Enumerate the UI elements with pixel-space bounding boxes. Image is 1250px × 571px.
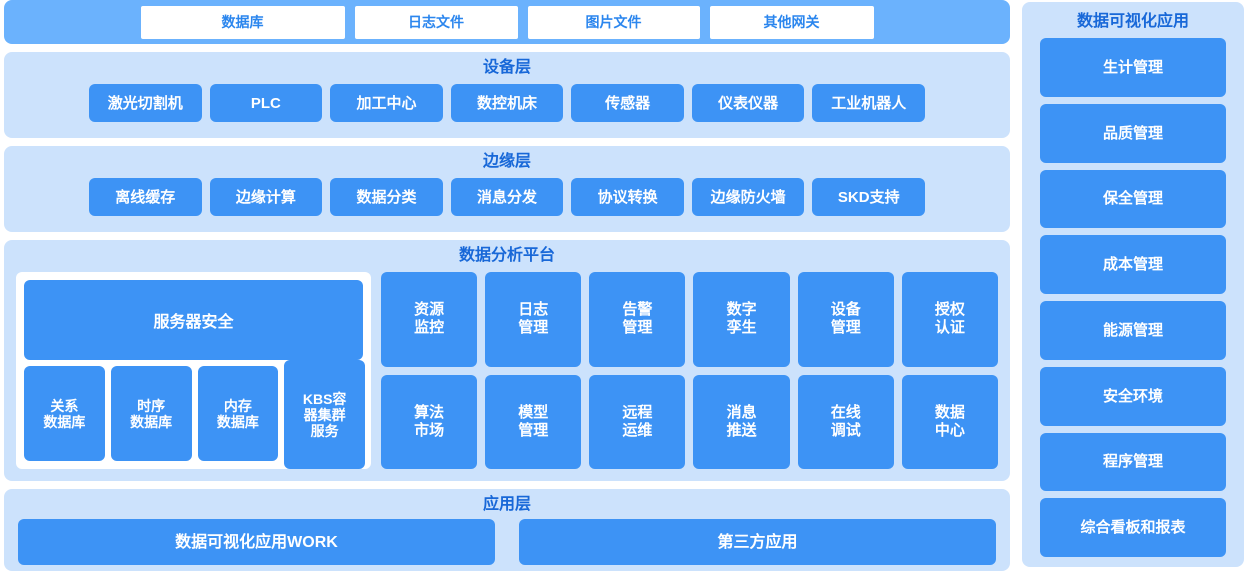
device-item[interactable]: 数控机床 bbox=[450, 84, 564, 122]
platform-tile[interactable]: 模型 管理 bbox=[485, 374, 582, 469]
device-item[interactable]: 仪表仪器 bbox=[691, 84, 805, 122]
sidebar-list: 生计管理 品质管理 保全管理 成本管理 能源管理 安全环境 程序管理 综合看板和… bbox=[1040, 38, 1226, 557]
sidebar-item-quality[interactable]: 品质管理 bbox=[1040, 103, 1226, 163]
platform-tile[interactable]: 数字 孪生 bbox=[693, 272, 790, 367]
device-item[interactable]: 激光切割机 bbox=[89, 84, 202, 122]
data-source-chip[interactable]: 图片文件 bbox=[527, 5, 700, 39]
database-item[interactable]: 关系 数据库 bbox=[24, 366, 105, 461]
data-analysis-platform-panel: 数据分析平台 服务器安全 关系 数据库 时序 数据库 内存 数据库 KBS容 器… bbox=[4, 240, 1010, 481]
sidebar-item-program[interactable]: 程序管理 bbox=[1040, 432, 1226, 492]
application-layer-items: 数据可视化应用WORK 第三方应用 bbox=[4, 515, 1010, 565]
platform-tile[interactable]: 告警 管理 bbox=[589, 272, 686, 367]
device-item[interactable]: 工业机器人 bbox=[812, 84, 926, 122]
edge-item[interactable]: 数据分类 bbox=[330, 178, 443, 216]
device-item[interactable]: PLC bbox=[209, 84, 323, 122]
sidebar-item-dashboard[interactable]: 综合看板和报表 bbox=[1040, 498, 1226, 557]
platform-body: 服务器安全 关系 数据库 时序 数据库 内存 数据库 KBS容 器集群 服务 资… bbox=[4, 266, 1010, 481]
data-source-chip[interactable]: 数据库 bbox=[140, 5, 345, 39]
platform-tile[interactable]: 在线 调试 bbox=[797, 374, 894, 469]
edge-layer-items: 离线缓存 边缘计算 数据分类 消息分发 协议转换 边缘防火墙 SKD支持 bbox=[4, 178, 1010, 216]
edge-item[interactable]: 边缘防火墙 bbox=[691, 178, 805, 216]
platform-tile[interactable]: 数据 中心 bbox=[901, 374, 998, 469]
device-layer-items: 激光切割机 PLC 加工中心 数控机床 传感器 仪表仪器 工业机器人 bbox=[4, 84, 1010, 122]
platform-tile-grid: 资源 监控 日志 管理 告警 管理 数字 孪生 设备 管理 授权 认证 算法 市… bbox=[381, 272, 998, 469]
database-item[interactable]: 内存 数据库 bbox=[197, 366, 279, 461]
edge-item[interactable]: 离线缓存 bbox=[89, 178, 202, 216]
device-item[interactable]: 加工中心 bbox=[330, 84, 443, 122]
edge-item[interactable]: SKD支持 bbox=[812, 178, 926, 216]
edge-item[interactable]: 边缘计算 bbox=[209, 178, 323, 216]
edge-layer-title: 边缘层 bbox=[482, 153, 531, 170]
application-layer-panel: 应用层 数据可视化应用WORK 第三方应用 bbox=[4, 489, 1010, 571]
platform-tile[interactable]: 消息 推送 bbox=[693, 374, 790, 469]
main-stack: 数据库 日志文件 图片文件 其他网关 设备层 激光切割机 PLC 加工中心 数控… bbox=[4, 0, 1010, 571]
server-security-block[interactable]: 服务器安全 bbox=[24, 280, 363, 360]
sidebar-item-safety[interactable]: 安全环境 bbox=[1040, 366, 1226, 426]
device-layer-panel: 设备层 激光切割机 PLC 加工中心 数控机床 传感器 仪表仪器 工业机器人 bbox=[4, 52, 1010, 138]
database-item[interactable]: KBS容 器集群 服务 bbox=[284, 360, 365, 469]
platform-tile[interactable]: 算法 市场 bbox=[381, 374, 478, 469]
database-row: 关系 数据库 时序 数据库 内存 数据库 KBS容 器集群 服务 bbox=[24, 360, 365, 469]
platform-tile[interactable]: 授权 认证 bbox=[901, 272, 998, 367]
database-card: 服务器安全 关系 数据库 时序 数据库 内存 数据库 KBS容 器集群 服务 bbox=[16, 272, 371, 469]
application-item[interactable]: 第三方应用 bbox=[519, 519, 996, 565]
application-layer-title: 应用层 bbox=[482, 496, 531, 513]
edge-layer-panel: 边缘层 离线缓存 边缘计算 数据分类 消息分发 协议转换 边缘防火墙 SKD支持 bbox=[4, 146, 1010, 232]
platform-tile[interactable]: 资源 监控 bbox=[381, 272, 478, 367]
sidebar-title: 数据可视化应用 bbox=[1076, 13, 1189, 30]
platform-tile[interactable]: 远程 运维 bbox=[589, 374, 686, 469]
device-layer-title: 设备层 bbox=[482, 59, 531, 76]
data-source-band: 数据库 日志文件 图片文件 其他网关 bbox=[4, 0, 1010, 44]
visualization-sidebar: 数据可视化应用 生计管理 品质管理 保全管理 成本管理 能源管理 安全环境 程序… bbox=[1022, 2, 1244, 567]
platform-title: 数据分析平台 bbox=[458, 247, 555, 264]
edge-item[interactable]: 消息分发 bbox=[450, 178, 564, 216]
sidebar-item-livelihood[interactable]: 生计管理 bbox=[1040, 38, 1226, 97]
data-source-chip[interactable]: 日志文件 bbox=[354, 5, 518, 39]
sidebar-item-energy[interactable]: 能源管理 bbox=[1040, 301, 1226, 360]
platform-tile[interactable]: 设备 管理 bbox=[797, 272, 894, 367]
database-item[interactable]: 时序 数据库 bbox=[110, 366, 192, 461]
device-item[interactable]: 传感器 bbox=[571, 84, 684, 122]
platform-tile[interactable]: 日志 管理 bbox=[485, 272, 582, 367]
data-source-chip[interactable]: 其他网关 bbox=[709, 5, 874, 39]
edge-item[interactable]: 协议转换 bbox=[571, 178, 684, 216]
sidebar-item-cost[interactable]: 成本管理 bbox=[1040, 235, 1226, 294]
sidebar-item-maintenance[interactable]: 保全管理 bbox=[1040, 169, 1226, 229]
application-item[interactable]: 数据可视化应用WORK bbox=[18, 519, 495, 565]
